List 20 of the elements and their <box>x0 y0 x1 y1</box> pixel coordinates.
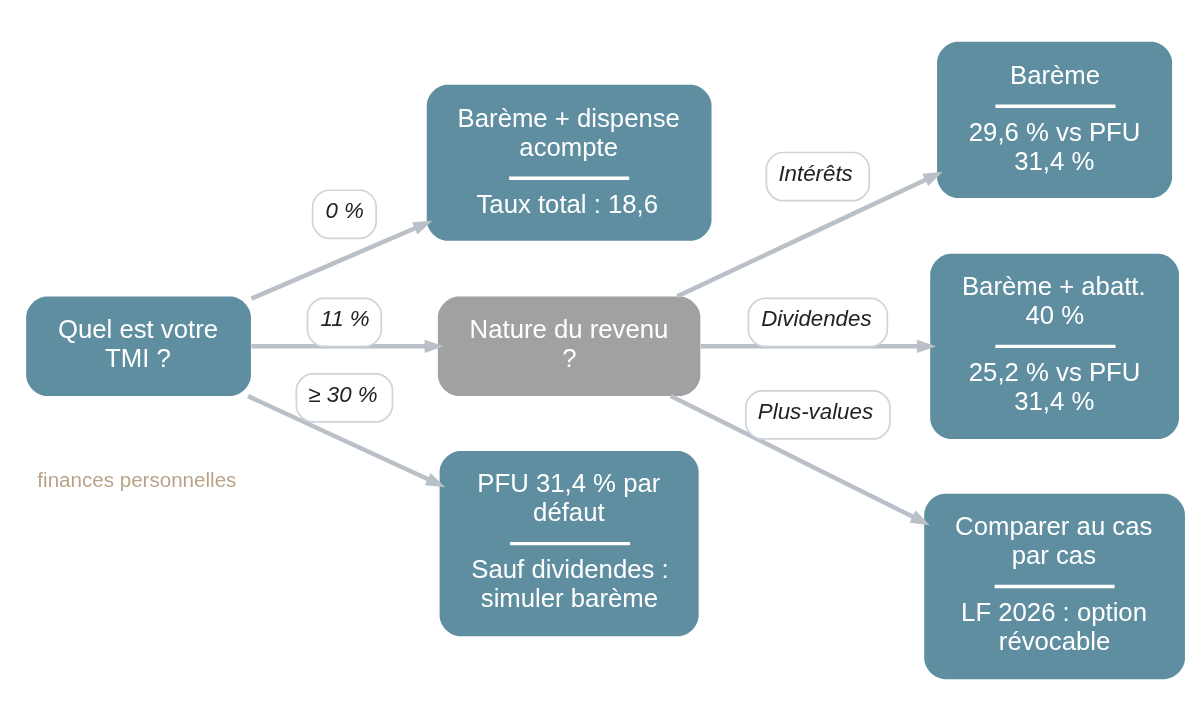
arrow <box>676 171 943 299</box>
node-box: PFU 31,4 % par défaut Sauf dividendes : simuler barème <box>439 451 699 637</box>
arrow <box>247 394 446 488</box>
node-box: Barème 29,6 % vs PFU 31,4 % <box>937 41 1173 198</box>
node-box: Nature du revenu ? <box>437 296 701 397</box>
edge-label: Intérêts <box>778 160 853 186</box>
arrow <box>700 339 937 354</box>
arrow <box>250 220 433 301</box>
arrow <box>669 394 930 526</box>
edge-label: Dividendes <box>761 306 872 332</box>
edge-label: 0 % <box>325 198 364 224</box>
node-box: Barème + abatt. 40 % 25,2 % vs PFU 31,4 % <box>930 253 1179 439</box>
node-box: Quel est votre TMI ? <box>26 296 251 397</box>
edge-label: Plus-values <box>757 399 874 425</box>
label: finances personnelles <box>37 468 237 492</box>
node-box: Barème + dispense acompte Taux total : 18,6 <box>426 84 712 241</box>
arrow <box>251 339 444 354</box>
edge-label: 11 % <box>320 306 370 332</box>
node-box: Comparer au cas par cas LF 2026 : option révocable <box>924 493 1185 680</box>
edge-label: ≥ 30 % <box>308 381 378 407</box>
